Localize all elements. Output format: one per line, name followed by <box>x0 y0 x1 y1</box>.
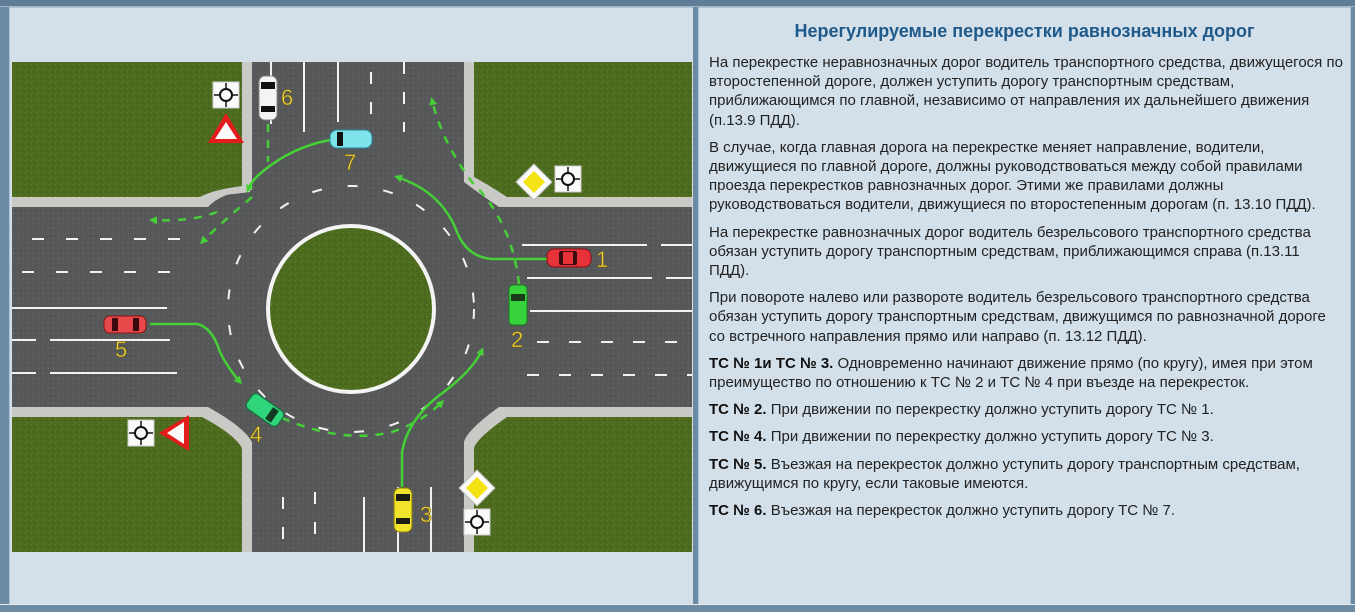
panel-divider <box>693 7 698 604</box>
article-title: Нерегулируемые перекрестки равнозначных … <box>794 21 1255 41</box>
vehicle-note-label: ТС № 6. <box>709 502 767 520</box>
yield-sign-bottom-left <box>159 415 189 451</box>
vehicle-3 <box>393 487 413 533</box>
svg-text:3: 3 <box>420 502 432 527</box>
article-content: На перекрестке неравнозначных дорог води… <box>709 53 1344 528</box>
svg-text:5: 5 <box>115 337 127 362</box>
article-panel: Нерегулируемые перекрестки равнозначных … <box>698 7 1351 606</box>
vehicle-5 <box>103 315 147 334</box>
vehicle-note-text: При движении по перекрестку должно уступ… <box>766 401 1214 419</box>
priority-road-sign-top-right <box>515 163 553 201</box>
vehicle-6 <box>258 75 278 121</box>
vehicle-note: ТС № 5. Въезжая на перекресток должно ус… <box>709 455 1344 493</box>
vehicle-note-text: Въезжая на перекресток должно уступить д… <box>766 502 1176 520</box>
vehicle-note: ТС № 2. При движении по перекрестку долж… <box>709 400 1344 419</box>
roundabout-sign-top-left <box>212 81 240 109</box>
vehicle-note-text: При движении по перекрестку должно уступ… <box>766 428 1214 446</box>
svg-text:2: 2 <box>511 327 523 352</box>
roundabout-sign-top-right <box>554 165 582 193</box>
paragraph: На перекрестке неравнозначных дорог води… <box>709 54 1343 129</box>
vehicle-note-text: Одновременно начинают движение прямо (по… <box>709 354 1313 392</box>
paragraph: На перекрестке равнозначных дорог водите… <box>709 223 1311 280</box>
svg-text:6: 6 <box>281 85 293 110</box>
svg-text:4: 4 <box>250 422 262 447</box>
window-frame-top <box>0 0 1355 7</box>
vehicle-note-text: Въезжая на перекресток должно уступить д… <box>709 455 1300 492</box>
vehicle-note-label: ТС № 1и ТС № 3. <box>709 354 834 372</box>
roundabout-sign-bottom-left <box>127 419 155 447</box>
vehicle-note-label: ТС № 4. <box>709 428 767 446</box>
vehicle-note: ТС № 6. Въезжая на перекресток должно ус… <box>709 501 1344 520</box>
roundabout-sign-bottom-right <box>463 508 491 536</box>
vehicle-7 <box>329 129 373 149</box>
priority-road-sign-bottom-right <box>458 469 496 507</box>
vehicle-note-label: ТС № 5. <box>709 455 767 473</box>
paragraph: При повороте налево или развороте водите… <box>709 289 1326 345</box>
yield-sign-top-left <box>208 113 244 143</box>
vehicle-note-label: ТС № 2. <box>709 401 767 419</box>
vehicle-2 <box>508 284 528 326</box>
svg-text:7: 7 <box>344 150 356 175</box>
vehicle-4 <box>245 393 285 427</box>
roundabout-diagram: 1 2 3 4 5 6 7 <box>12 62 692 552</box>
vehicle-note: ТС № 4. При движении по перекрестку долж… <box>709 427 1344 446</box>
window-frame-bottom <box>0 604 1355 612</box>
vehicle-1 <box>546 248 592 268</box>
svg-text:1: 1 <box>596 247 608 272</box>
paragraph: В случае, когда главная дорога на перекр… <box>709 138 1316 214</box>
vehicle-note: ТС № 1и ТС № 3. Одновременно начинают дв… <box>709 354 1344 392</box>
